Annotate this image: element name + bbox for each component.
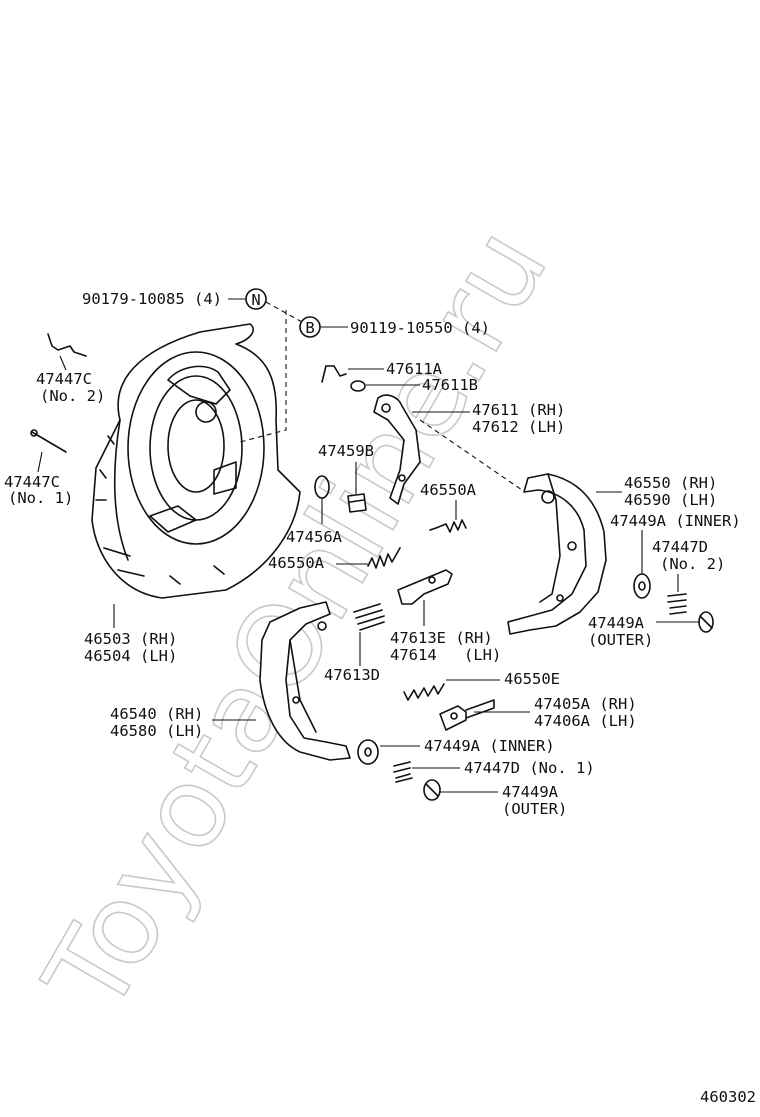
label-46550a-top: 46550A: [420, 481, 477, 499]
label-47614: 47614: [390, 646, 437, 664]
label-47447c-no1-sub: (No. 1): [8, 489, 73, 507]
label-47447d-no1: 47447D (No. 1): [464, 759, 595, 777]
label-47447c-no2: 47447C: [36, 370, 92, 388]
brake-shoe-upper: [507, 473, 607, 635]
strut-47613e: [397, 569, 453, 605]
strut-spring-47613d: [353, 603, 385, 631]
label-46540: 46540 (RH): [110, 705, 203, 723]
hold-down-spring-no2: [667, 593, 687, 615]
label-47406a: 47406A (LH): [534, 712, 637, 730]
label-46503: 46503 (RH): [84, 630, 177, 648]
adjuster-spring-46550e: [403, 683, 445, 701]
label-46550e: 46550E: [504, 670, 560, 688]
marker-b-text: B: [305, 319, 314, 337]
brake-shoe-lower: [259, 601, 351, 761]
cup-outer-right: [698, 611, 714, 633]
marker-n-text: N: [251, 291, 260, 309]
cup-outer-bottom: [423, 779, 441, 801]
backing-plate: [91, 323, 301, 599]
label-47405a: 47405A (RH): [534, 695, 637, 713]
label-47449a-outer-right: 47449A: [588, 614, 645, 632]
washer-47611b: [350, 380, 366, 392]
label-47456a: 47456A: [286, 528, 343, 546]
hold-down-spring-no1: [393, 761, 413, 783]
label-47447c-no2-sub: (No. 2): [40, 387, 105, 405]
label-47447d-no2-sub: (No. 2): [660, 555, 725, 573]
adjusting-pin-47459b: [347, 493, 367, 513]
label-47449a-inner-bottom: 47449A (INNER): [424, 737, 555, 755]
label-47613d: 47613D: [324, 666, 380, 684]
cup-inner-bottom: [357, 739, 379, 765]
callout-labels: 90179-10085 (4) 90119-10550 (4) 47447C (…: [4, 290, 756, 1106]
marker-b: B: [299, 316, 321, 338]
label-47614-lh: (LH): [464, 646, 501, 664]
hold-down-pin-no1: [30, 429, 67, 453]
return-spring-middle: [367, 547, 401, 569]
label-47611a: 47611A: [386, 360, 443, 378]
label-47449a-inner-right: 47449A (INNER): [610, 512, 741, 530]
label-46504: 46504 (LH): [84, 647, 177, 665]
label-47459b: 47459B: [318, 442, 374, 460]
label-46550a-mid: 46550A: [268, 554, 325, 572]
label-46590: 46590 (LH): [624, 491, 717, 509]
label-47449a-outer-right-sub: (OUTER): [588, 631, 653, 649]
cup-inner-right: [633, 573, 651, 599]
parking-brake-lever: [373, 394, 421, 505]
label-46580: 46580 (LH): [110, 722, 203, 740]
hold-down-pin-no2: [47, 333, 87, 357]
label-46550: 46550 (RH): [624, 474, 717, 492]
leader-lines: [37, 355, 700, 793]
label-47612: 47612 (LH): [472, 418, 565, 436]
return-spring-upper: [429, 519, 467, 533]
label-47449a-outer-bottom-sub: (OUTER): [502, 800, 567, 818]
marker-n: N: [245, 288, 267, 310]
label-47447d-no2: 47447D: [652, 538, 708, 556]
clip-47611a: [321, 365, 347, 383]
figure-code: 460302: [700, 1088, 756, 1106]
label-47611b: 47611B: [422, 376, 478, 394]
label-90119-10550: 90119-10550 (4): [350, 319, 490, 337]
label-47449a-outer-bottom: 47449A: [502, 783, 559, 801]
label-47447c-no1: 47447C: [4, 473, 60, 491]
adjuster-47405a: [439, 699, 495, 731]
label-47611: 47611 (RH): [472, 401, 565, 419]
label-47613e: 47613E (RH): [390, 629, 493, 647]
label-90179-10085: 90179-10085 (4): [82, 290, 222, 308]
